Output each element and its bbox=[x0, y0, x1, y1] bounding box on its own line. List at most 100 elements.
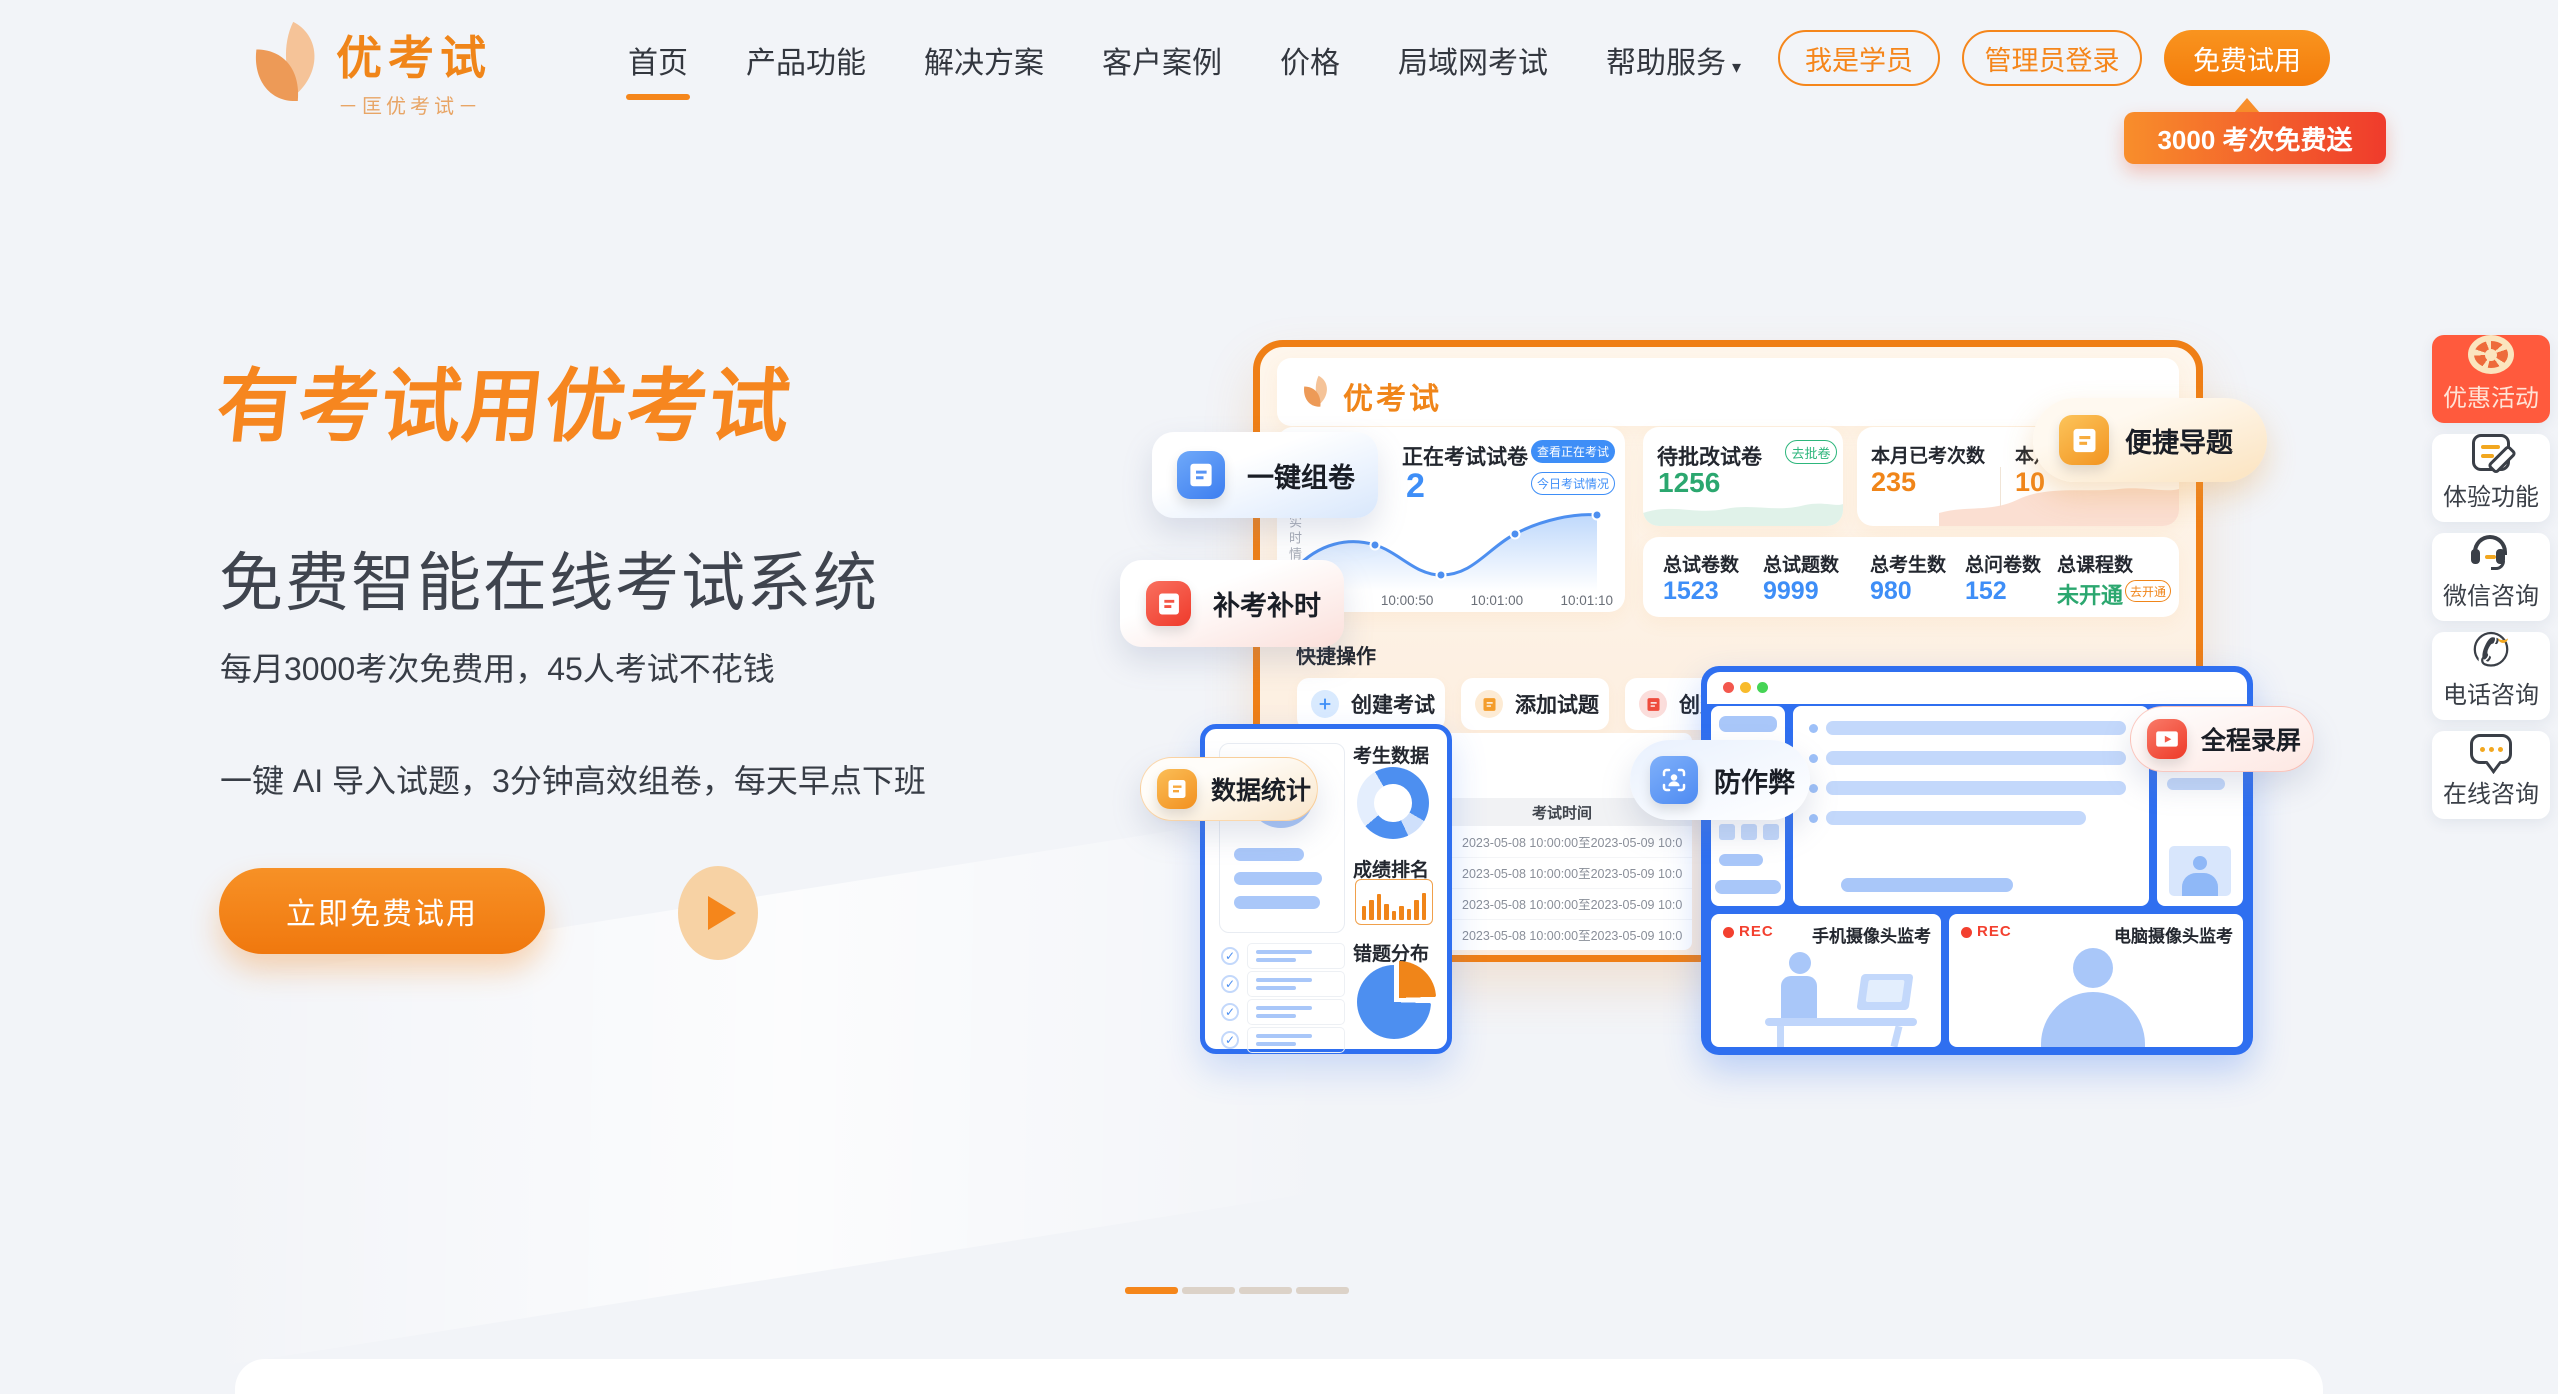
x-tick: 10:01:00 bbox=[1470, 593, 1524, 608]
hero-line1: 每月3000考次免费用，45人考试不花钱 bbox=[220, 651, 775, 687]
op-label: 创建考试 bbox=[1351, 694, 1435, 717]
deco bbox=[1809, 754, 1818, 763]
admin-login-button[interactable]: 管理员登录 bbox=[1962, 30, 2142, 86]
deco bbox=[1719, 716, 1777, 732]
candidate-photo bbox=[2169, 846, 2231, 896]
nav-item-help[interactable]: 帮助服务 ▾ bbox=[1606, 38, 1741, 82]
board-icon bbox=[1639, 690, 1667, 718]
divider bbox=[2000, 467, 2001, 507]
window-titlebar bbox=[1707, 672, 2247, 704]
activate-button[interactable]: 去开通 bbox=[2125, 580, 2171, 602]
deco bbox=[2041, 992, 2145, 1047]
main-nav: 首页 产品功能 解决方案 客户案例 价格 局域网考试 帮助服务 ▾ bbox=[628, 38, 1741, 82]
deco bbox=[1369, 900, 1374, 920]
nav-item-home[interactable]: 首页 bbox=[628, 38, 688, 82]
nav-item-lan-exam[interactable]: 局域网考试 bbox=[1398, 47, 1548, 80]
deco bbox=[1256, 1006, 1312, 1010]
review-title: 待批改试卷 bbox=[1657, 446, 1762, 469]
stat-label: 总问卷数 bbox=[1965, 555, 2042, 576]
play-video-button[interactable] bbox=[678, 866, 758, 960]
deco bbox=[1763, 824, 1779, 840]
deco bbox=[1421, 893, 1426, 920]
deco bbox=[1826, 751, 2126, 765]
stat-value: 9999 bbox=[1763, 577, 1819, 605]
sidebar-label: 优惠活动 bbox=[2443, 385, 2539, 412]
deco bbox=[1809, 724, 1818, 733]
pill-label: 一键组卷 bbox=[1247, 462, 1355, 493]
carousel-indicator-4[interactable] bbox=[1296, 1287, 1349, 1294]
carousel-indicator-3[interactable] bbox=[1239, 1287, 1292, 1294]
stat-value: 152 bbox=[1965, 577, 2007, 605]
play-icon bbox=[708, 896, 736, 930]
table-row: 2023-05-08 10:00:00至2023-05-09 10:0 bbox=[1440, 888, 1692, 920]
month-value2: 10 bbox=[2015, 467, 2046, 497]
review-wave bbox=[1643, 503, 1843, 526]
hero-cta-button[interactable]: 立即免费试用 bbox=[219, 868, 545, 954]
today-exam-button[interactable]: 今日考试情况 bbox=[1531, 472, 1615, 495]
promo-badge-pointer bbox=[2234, 98, 2260, 113]
deco bbox=[1256, 986, 1296, 990]
deco bbox=[1826, 781, 2126, 795]
maximize-icon[interactable] bbox=[1757, 682, 1768, 693]
carousel-indicator-2[interactable] bbox=[1182, 1287, 1235, 1294]
deco bbox=[1826, 811, 2086, 825]
anticheat-scan-icon bbox=[1650, 756, 1698, 804]
deco bbox=[1247, 999, 1345, 1025]
pill-label: 防作弊 bbox=[1714, 767, 1795, 798]
feature-pill-makeup: 补考补时 bbox=[1120, 560, 1344, 647]
deco bbox=[1865, 980, 1905, 1002]
nav-item-pricing[interactable]: 价格 bbox=[1280, 47, 1340, 80]
close-icon[interactable] bbox=[1723, 682, 1734, 693]
x-tick: 10:01:10 bbox=[1560, 593, 1613, 608]
check-icon: ✓ bbox=[1221, 1031, 1239, 1049]
pill-label: 全程录屏 bbox=[2201, 727, 2302, 755]
view-running-button[interactable]: 查看正在考试 bbox=[1531, 440, 1615, 463]
free-trial-button[interactable]: 免费试用 bbox=[2164, 30, 2330, 86]
deco bbox=[1362, 906, 1367, 920]
sidebar-label: 体验功能 bbox=[2443, 484, 2539, 511]
hero-subtitle: 免费智能在线考试系统 bbox=[219, 547, 879, 619]
minimize-icon[interactable] bbox=[1740, 682, 1751, 693]
deco bbox=[1234, 848, 1304, 861]
discount-wheel-icon bbox=[2468, 335, 2514, 374]
chevron-down-icon: ▾ bbox=[1732, 57, 1742, 77]
pill-label: 补考补时 bbox=[1213, 591, 1321, 621]
deco bbox=[1856, 974, 1914, 1010]
promo-badge: 3000 考次免费送 bbox=[2124, 112, 2386, 164]
deco bbox=[2073, 948, 2113, 988]
stat-label: 总试题数 bbox=[1763, 555, 1840, 576]
table-row: 2023-05-08 10:00:00至2023-05-09 10:0 bbox=[1440, 857, 1692, 889]
pill-label: 数据统计 bbox=[1211, 777, 1312, 805]
nav-item-solutions[interactable]: 解决方案 bbox=[924, 47, 1044, 80]
nav-item-features[interactable]: 产品功能 bbox=[746, 47, 866, 80]
phone-camera-title: 手机摄像头监考 bbox=[1812, 927, 1931, 946]
pill-label: 便捷导题 bbox=[2125, 427, 2233, 458]
sidebar-item-wechat[interactable]: 微信咨询 bbox=[2432, 533, 2550, 621]
nav-item-cases[interactable]: 客户案例 bbox=[1102, 47, 1222, 80]
deco bbox=[1765, 1018, 1917, 1026]
add-question-button[interactable]: 添加试题 bbox=[1461, 678, 1609, 730]
sidebar-item-promo[interactable]: 优惠活动 bbox=[2432, 335, 2550, 423]
carousel-indicator-1[interactable] bbox=[1125, 1287, 1178, 1294]
exam-running-title: 正在考试试卷 bbox=[1402, 446, 1528, 469]
create-exam-button[interactable]: 创建考试 bbox=[1297, 678, 1445, 730]
phone-camera-panel: REC 手机摄像头监考 bbox=[1711, 914, 1941, 1047]
feature-pill-record: 全程录屏 bbox=[2130, 706, 2314, 772]
sidebar-item-phone[interactable]: ✆ 电话咨询 bbox=[2432, 627, 2550, 720]
proctoring-window: REC 手机摄像头监考 REC 电脑摄像头监考 bbox=[1701, 666, 2253, 1055]
sidebar-item-experience[interactable]: 体验功能 bbox=[2432, 434, 2550, 522]
totals-card: 总试卷数 1523 总试题数 9999 总考生数 980 总问卷数 152 总课… bbox=[1643, 537, 2179, 617]
deco bbox=[1256, 978, 1312, 982]
headset-icon bbox=[2469, 533, 2513, 570]
deco bbox=[1789, 952, 1811, 974]
sidebar-item-online-chat[interactable]: 在线咨询 bbox=[2432, 731, 2550, 819]
grade-button[interactable]: 去批卷 bbox=[1785, 440, 1837, 464]
feature-pill-import: 便捷导题 bbox=[2033, 398, 2267, 482]
import-doc-icon bbox=[2059, 415, 2109, 465]
student-login-button[interactable]: 我是学员 bbox=[1778, 30, 1940, 86]
rec-dot-icon bbox=[1961, 927, 1972, 938]
nav-item-help-label: 帮助服务 bbox=[1606, 47, 1726, 80]
deco bbox=[1376, 894, 1382, 920]
wrong-title: 错题分布 bbox=[1353, 944, 1430, 965]
hero-line2: 一键 AI 导入试题，3分钟高效组卷，每天早点下班 bbox=[220, 763, 926, 799]
